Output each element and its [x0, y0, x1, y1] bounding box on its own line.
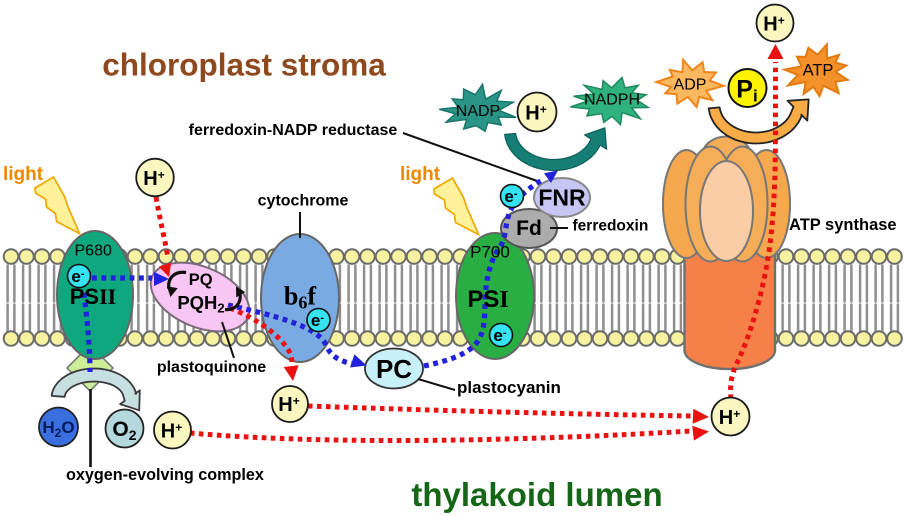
svg-text:ADP: ADP — [674, 77, 707, 94]
svg-text:PQ: PQ — [189, 271, 213, 289]
svg-text:light: light — [3, 164, 44, 185]
svg-text:cytochrome: cytochrome — [258, 193, 349, 210]
svg-text:ATP: ATP — [803, 62, 834, 80]
svg-text:thylakoid lumen: thylakoid lumen — [411, 476, 662, 513]
svg-text:FNR: FNR — [538, 185, 586, 211]
svg-text:ferredoxin-NADP reductase: ferredoxin-NADP reductase — [189, 122, 398, 139]
svg-text:PQH2: PQH2 — [177, 292, 224, 316]
svg-text:PSII: PSII — [70, 284, 116, 309]
svg-text:Pi: Pi — [736, 76, 757, 106]
svg-text:chloroplast stroma: chloroplast stroma — [102, 47, 386, 83]
svg-text:P680: P680 — [75, 243, 112, 260]
svg-text:plastocyanin: plastocyanin — [457, 378, 561, 397]
svg-text:NADP: NADP — [456, 103, 500, 120]
svg-text:oxygen-evolving complex: oxygen-evolving complex — [66, 466, 264, 484]
svg-text:NADPH: NADPH — [584, 92, 640, 109]
svg-text:ATP synthase: ATP synthase — [789, 216, 897, 234]
svg-text:Fd: Fd — [516, 217, 542, 240]
svg-text:PC: PC — [376, 354, 412, 384]
svg-text:plastoquinone: plastoquinone — [157, 359, 266, 376]
svg-text:ferredoxin: ferredoxin — [573, 218, 649, 235]
svg-text:H2O: H2O — [42, 418, 74, 440]
svg-text:light: light — [400, 164, 441, 185]
svg-text:PSI: PSI — [467, 286, 508, 313]
svg-text:P700: P700 — [470, 243, 510, 262]
